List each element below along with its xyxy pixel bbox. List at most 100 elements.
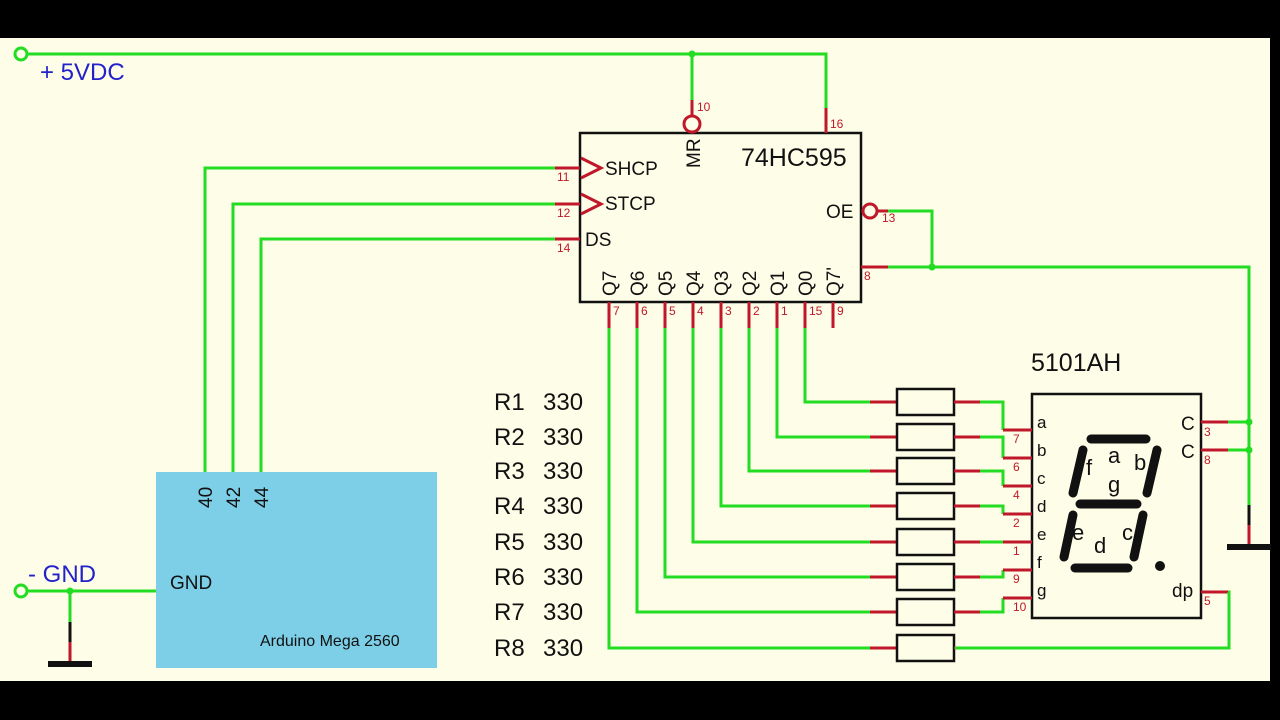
wire-segment <box>980 504 1005 514</box>
resistor-name: R8 <box>494 635 525 662</box>
common-label: C <box>1181 442 1195 463</box>
wire-segment <box>980 435 1005 458</box>
pin-number: 16 <box>830 117 844 131</box>
resistor-body <box>895 633 956 663</box>
segment-label-c: c <box>1122 520 1133 545</box>
resistor-name: R2 <box>494 424 525 451</box>
segment-label-g: g <box>1108 472 1120 497</box>
wire-output <box>607 328 870 650</box>
common-label: C <box>1181 414 1195 435</box>
oe-label: OE <box>826 202 853 223</box>
junction-dot <box>1245 418 1253 426</box>
clock-icon <box>580 156 605 180</box>
resistor-value: 330 <box>543 458 583 485</box>
wire-ground-return <box>888 265 1251 505</box>
pin-number: 6 <box>641 304 648 318</box>
display-pin-label: f <box>1037 553 1042 572</box>
resistor-name: R4 <box>494 493 525 520</box>
pin-number: 9 <box>1013 572 1020 586</box>
resistor-value: 330 <box>543 599 583 626</box>
junction-dot <box>688 50 696 58</box>
pin-number: 9 <box>837 304 844 318</box>
wire-output <box>635 328 870 614</box>
wire-output <box>747 328 870 473</box>
junction-dot <box>928 263 936 271</box>
display-pin-label: a <box>1037 413 1047 432</box>
segment-label-e: e <box>1072 520 1084 545</box>
resistor-label: R7 330 <box>494 599 583 626</box>
resistor-value: 330 <box>543 564 583 591</box>
pin-number: 10 <box>1013 600 1027 614</box>
segment-c <box>1129 510 1148 562</box>
wire-ds <box>259 237 555 472</box>
wire-output <box>775 328 870 439</box>
display-pin-label: e <box>1037 525 1046 544</box>
inverter-bubble-icon <box>861 202 879 220</box>
resistor-name: R1 <box>494 389 525 416</box>
resistor-body <box>895 562 956 592</box>
mr-label: MR <box>684 138 705 168</box>
output-label: Q7' <box>824 267 845 296</box>
pin-number: 3 <box>1204 425 1211 439</box>
arduino-name: Arduino Mega 2560 <box>260 633 400 650</box>
dp-label: dp <box>1172 581 1193 602</box>
resistor-body <box>895 422 956 452</box>
shift-register-74hc595: 74HC595 SHCP STCP DS 11 12 14 10 MR 16 O… <box>555 100 896 328</box>
pin-number: 8 <box>864 269 871 283</box>
pin-number: 8 <box>1204 453 1211 467</box>
arduino-board: GND Arduino Mega 2560 40 42 44 <box>156 472 437 668</box>
resistor-name: R3 <box>494 458 525 485</box>
wire-segment <box>980 469 1005 486</box>
ground-terminal-icon <box>13 583 29 599</box>
pin-number: 10 <box>697 100 711 114</box>
power-label: + 5VDC <box>40 59 125 86</box>
ic-name: 74HC595 <box>741 144 847 172</box>
arduino-pin-42: 42 <box>224 487 245 508</box>
resistor-name: R5 <box>494 529 525 556</box>
wire-segment <box>980 570 1005 579</box>
output-label: Q5 <box>656 271 677 296</box>
vcc-wire <box>27 52 828 115</box>
pin-number: 5 <box>1204 594 1211 608</box>
output-label: Q3 <box>712 271 733 296</box>
display-body <box>1030 392 1203 620</box>
wire-output <box>803 328 870 404</box>
clock-icon <box>580 192 605 216</box>
wire-segment <box>980 598 1005 614</box>
output-label: Q4 <box>684 270 705 296</box>
segment-label-a: a <box>1108 443 1121 468</box>
resistor-body <box>895 597 956 627</box>
pin-number: 14 <box>557 241 571 255</box>
resistor-label: R4 330 <box>494 493 583 520</box>
pin-number: 7 <box>1013 432 1020 446</box>
resistor-name: R7 <box>494 599 525 626</box>
wire-segment <box>980 400 1005 430</box>
output-label: Q2 <box>740 271 761 296</box>
segment-b <box>1142 445 1162 498</box>
display-pin-label: d <box>1037 497 1046 516</box>
pin-number: 13 <box>882 211 896 225</box>
resistor-value: 330 <box>543 493 583 520</box>
wire-output <box>663 328 870 579</box>
resistor-body <box>895 491 956 521</box>
output-label: Q1 <box>768 271 789 296</box>
pin-number: 12 <box>557 206 571 220</box>
pin-number: 4 <box>697 304 704 318</box>
input-label-shcp: SHCP <box>605 159 658 180</box>
pin-number: 7 <box>613 304 620 318</box>
wire-output <box>691 328 870 544</box>
pin-number: 6 <box>1013 460 1020 474</box>
junction-dot <box>1245 446 1253 454</box>
pin-number: 15 <box>809 304 823 318</box>
resistor-label: R3 330 <box>494 458 583 485</box>
pin-number: 3 <box>725 304 732 318</box>
wire-stcp <box>231 202 555 472</box>
resistor-body <box>895 456 956 486</box>
display-pin-label: c <box>1037 469 1046 488</box>
output-label: Q6 <box>628 271 649 296</box>
